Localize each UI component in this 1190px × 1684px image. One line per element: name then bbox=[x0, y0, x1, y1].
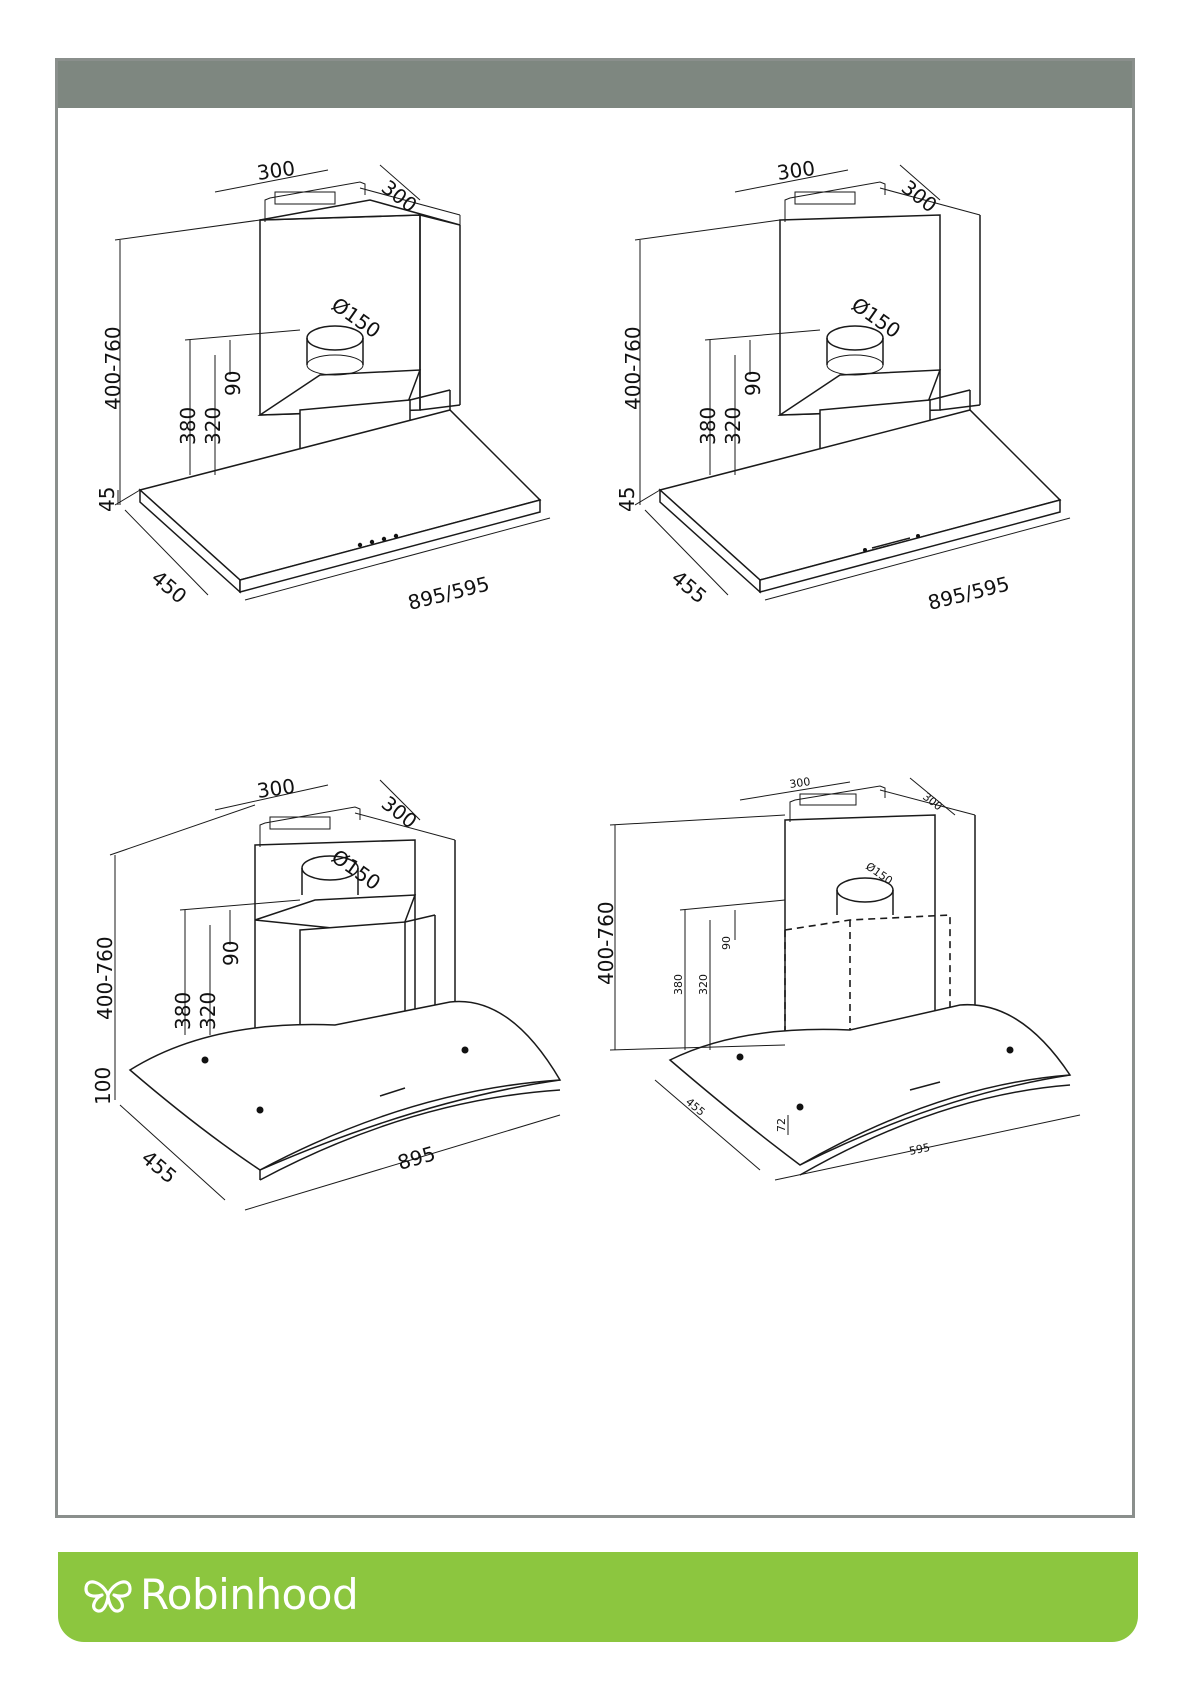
label-h90: 90 bbox=[219, 941, 243, 966]
label-h90: 90 bbox=[221, 371, 245, 396]
label-h90: 90 bbox=[741, 371, 765, 396]
label-duct-depth: 300 bbox=[920, 790, 945, 813]
label-duct-depth: 300 bbox=[377, 791, 422, 833]
label-duct-width: 300 bbox=[255, 156, 296, 185]
label-h380: 380 bbox=[696, 407, 720, 445]
label-hood-depth: 455 bbox=[683, 1095, 707, 1118]
label-h380: 380 bbox=[176, 407, 200, 445]
label-hood-width: 895/595 bbox=[925, 571, 1011, 614]
label-duct-width: 300 bbox=[775, 156, 816, 185]
label-hood-height: 72 bbox=[775, 1118, 788, 1132]
label-h380: 380 bbox=[171, 992, 195, 1030]
label-h320: 320 bbox=[721, 407, 745, 445]
hood-diagram-4: 300 300 Ø150 400-760 380 320 90 72 455 5… bbox=[610, 770, 1130, 1270]
label-hood-height: 45 bbox=[615, 487, 639, 512]
header-bar bbox=[58, 61, 1132, 108]
label-h320: 320 bbox=[196, 992, 220, 1030]
brand-name: Robinhood bbox=[140, 1570, 358, 1619]
label-duct-depth: 300 bbox=[897, 175, 942, 217]
label-h90: 90 bbox=[720, 936, 733, 950]
label-hood-depth: 455 bbox=[137, 1145, 182, 1188]
label-h320: 320 bbox=[201, 407, 225, 445]
label-hood-width: 895/595 bbox=[405, 571, 491, 614]
label-hood-height: 100 bbox=[91, 1067, 115, 1105]
hood-diagram-2: 300 300 Ø150 400-760 380 320 90 45 455 8… bbox=[610, 160, 1130, 660]
label-hood-width: 895 bbox=[395, 1141, 438, 1175]
label-h320: 320 bbox=[697, 974, 710, 995]
butterfly-icon bbox=[82, 1575, 134, 1615]
label-hood-height: 45 bbox=[95, 487, 119, 512]
footer-bar: Robinhood bbox=[58, 1552, 1138, 1642]
label-height-range: 400-760 bbox=[101, 326, 125, 410]
label-height-range: 400-760 bbox=[93, 936, 117, 1020]
hood-diagram-1: 300 300 Ø150 400-760 380 320 90 45 450 8… bbox=[90, 160, 610, 660]
label-hood-width: 595 bbox=[908, 1141, 931, 1158]
hood-diagram-3: 300 300 Ø150 400-760 380 320 90 100 455 … bbox=[90, 770, 610, 1270]
canopy bbox=[670, 1005, 1070, 1175]
label-height-range: 400-760 bbox=[621, 326, 645, 410]
brand-logo[interactable]: Robinhood bbox=[82, 1570, 358, 1619]
label-h380: 380 bbox=[672, 974, 685, 995]
label-duct-width: 300 bbox=[255, 774, 296, 803]
label-height-range: 400-760 bbox=[594, 901, 618, 985]
